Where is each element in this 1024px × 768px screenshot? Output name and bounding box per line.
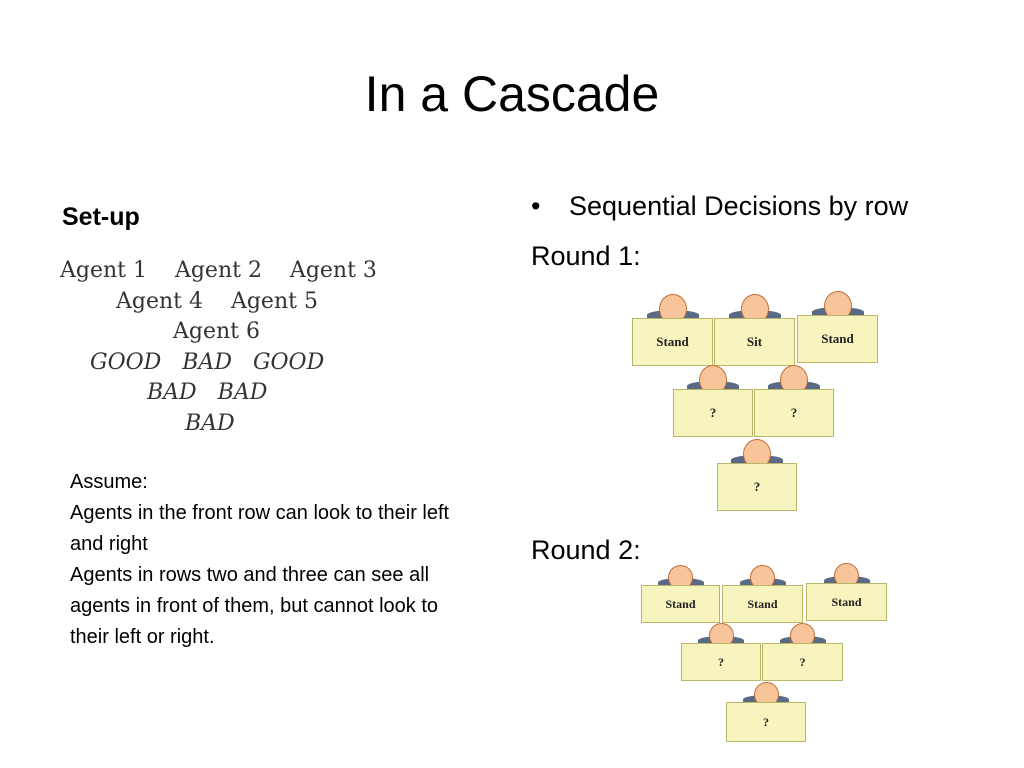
agent-sign: ? [754,389,834,437]
agent-sign: Stand [641,585,720,623]
round1-agent-2: Sit [714,294,795,366]
signals-row-2: BAD BAD [147,380,268,405]
agent-sign: ? [717,463,797,511]
round1-agent-3: Stand [797,291,878,363]
agent-sign: ? [762,643,843,681]
round-2-label: Round 2: [531,535,641,565]
agents-diagram: Agent 1 Agent 2 Agent 3 Agent 4 Agent 5 … [60,256,380,439]
agent-sign: ? [673,389,753,437]
round1-agent-4: ? [673,365,753,437]
agent-sign: ? [681,643,761,681]
assume-heading: Assume: [70,471,148,493]
round2-agent-3: Stand [806,563,887,621]
agent-sign: Stand [797,315,878,363]
slide-title: In a Cascade [364,66,660,122]
round2-agent-6: ? [726,682,806,742]
signals-row-3: BAD [185,410,235,436]
agent-sign: Stand [806,583,887,621]
assumption-back-rows: Agents in rows two and three can see all… [70,564,439,648]
round2-agent-5: ? [762,623,843,681]
bullet-icon: • [531,191,541,221]
agents-row-2: Agent 4 Agent 5 [116,288,318,314]
round1-agent-1: Stand [632,294,713,366]
agents-row-3: Agent 6 [173,319,260,344]
signals-row-1: GOOD BAD GOOD [90,349,325,375]
round1-agent-5: ? [754,365,834,437]
round-1-label: Round 1: [531,241,641,271]
agent-sign: ? [726,702,806,742]
round1-agent-6: ? [717,439,797,511]
bullet-sequential-decisions: • Sequential Decisions by row [531,186,908,226]
round2-agent-1: Stand [641,565,720,623]
assumption-front-row: Agents in the front row can look to thei… [70,502,450,555]
bullet-text: Sequential Decisions by row [569,191,909,221]
setup-heading: Set-up [62,203,140,231]
agent-sign: Sit [714,318,795,366]
agent-sign: Stand [632,318,713,366]
agents-row-1: Agent 1 Agent 2 Agent 3 [60,258,377,283]
round2-agent-2: Stand [722,565,803,623]
round2-agent-4: ? [681,623,761,681]
agent-sign: Stand [722,585,803,623]
assumptions-text: Assume: Agents in the front row can look… [70,467,450,653]
